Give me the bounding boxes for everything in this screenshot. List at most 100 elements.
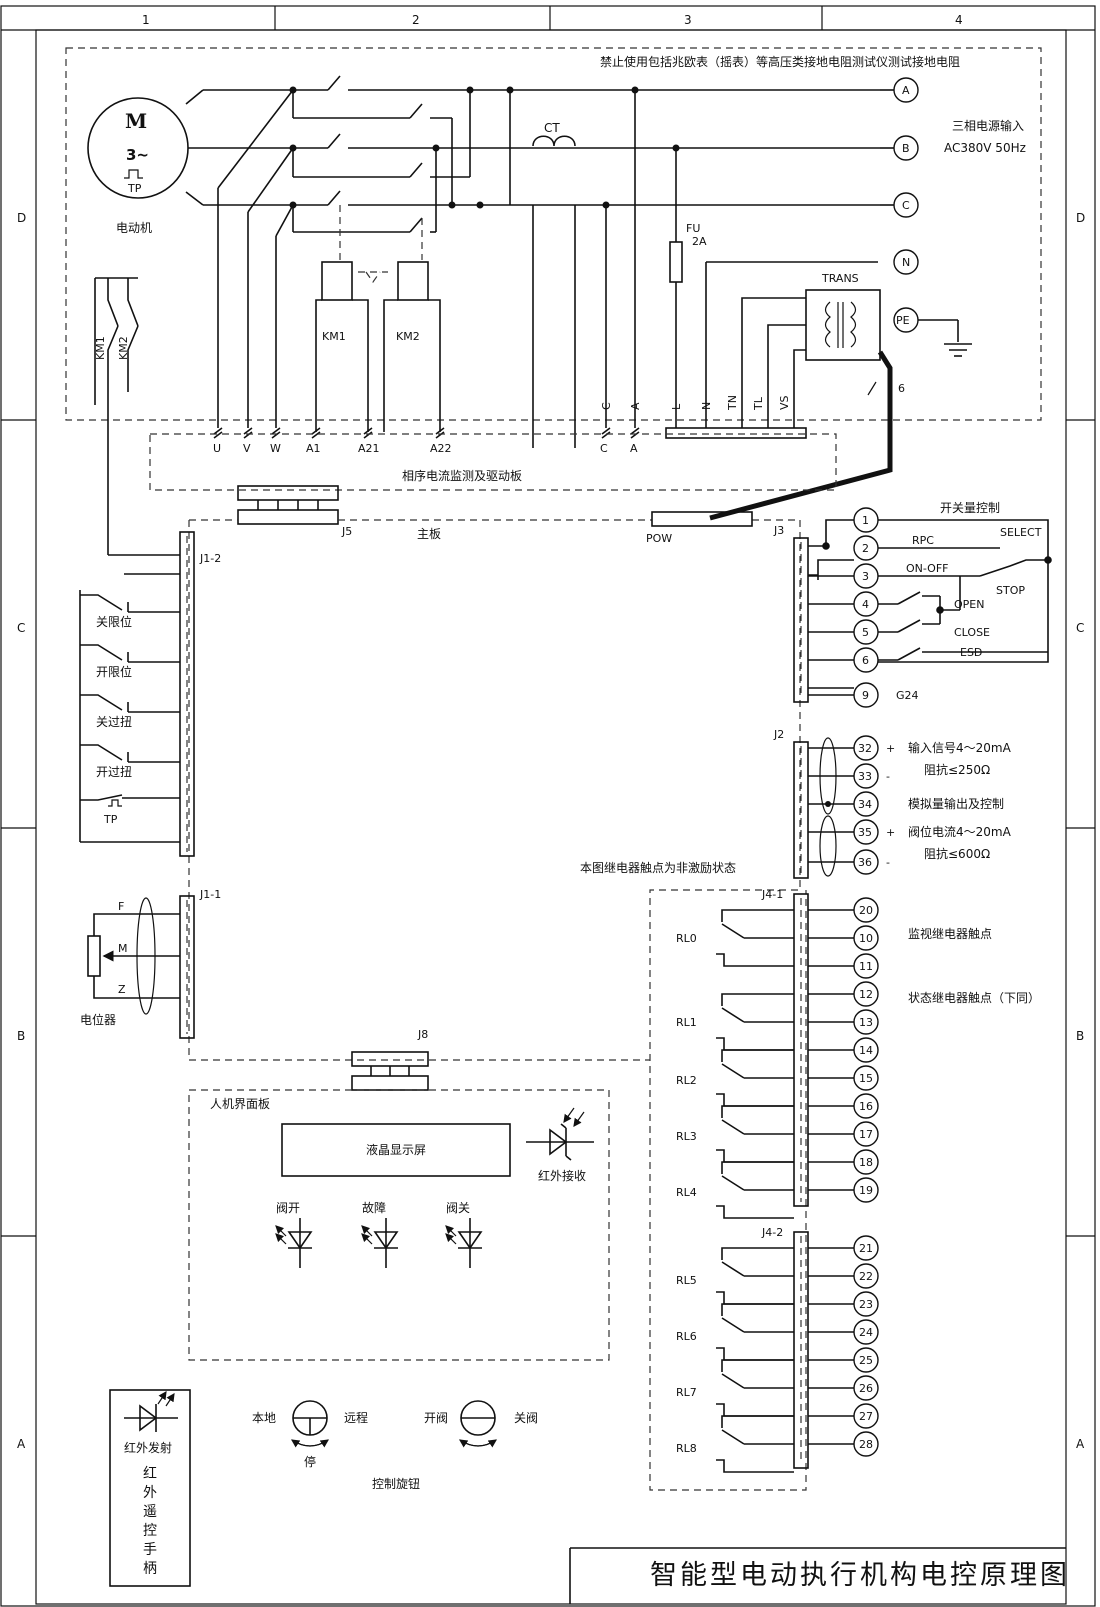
j2-label-32: 输入信号4～20mA bbox=[908, 740, 1012, 755]
main-board-label: 主板 bbox=[417, 527, 441, 541]
relay-rl7: RL7 bbox=[676, 1386, 697, 1399]
j3-terminal-4: 4 bbox=[862, 598, 869, 611]
j4-1-terminal-18: 18 bbox=[859, 1156, 873, 1169]
j3-label-3: ON-OFF bbox=[906, 562, 948, 575]
trans-terminal-vs: VS bbox=[778, 395, 791, 410]
j4-2-connector: J4-2 bbox=[761, 1226, 809, 1469]
row-label-c-left: C bbox=[17, 621, 25, 635]
relay-rl0: RL0 bbox=[676, 932, 697, 945]
terminal-a1: A1 bbox=[306, 442, 321, 455]
j3-label: J3 bbox=[773, 524, 784, 537]
j1-2-label: J1-2 bbox=[199, 552, 221, 565]
relay-rl1: RL1 bbox=[676, 1016, 697, 1029]
j3-label-4: OPEN bbox=[954, 598, 984, 611]
trans-terminal-n: N bbox=[700, 402, 713, 410]
terminal-a: A bbox=[630, 442, 638, 455]
j2-terminals: 32 + 输入信号4～20mA 33 - 阻抗≤250Ω 34 模拟量输出及控制… bbox=[808, 735, 1012, 877]
j2-terminal-34: 34 bbox=[858, 798, 872, 811]
j4-1-terminal-15: 15 bbox=[859, 1072, 873, 1085]
row-label-a-left: A bbox=[17, 1437, 26, 1451]
j3-label-2: RPC bbox=[912, 534, 934, 547]
j4-2-terminal-24: 24 bbox=[859, 1326, 873, 1339]
current-transformer: CT bbox=[532, 121, 576, 147]
led-valve-open-icon bbox=[275, 1218, 313, 1268]
j2-label-33: 阻抗≤250Ω bbox=[924, 762, 990, 777]
motor-symbol: M bbox=[125, 109, 147, 133]
j3-terminal-2: 2 bbox=[862, 542, 869, 555]
pot-label: 电位器 bbox=[80, 1012, 116, 1027]
switch-close-torque: 关过扭 bbox=[96, 715, 132, 729]
relay-contact-4 bbox=[716, 1161, 794, 1219]
pow-label: POW bbox=[646, 532, 672, 545]
title-block: 智能型电动执行机构电控原理图 bbox=[569, 1547, 1067, 1604]
switch-open-torque: 开过扭 bbox=[96, 765, 132, 779]
bus-junctions bbox=[289, 86, 680, 209]
limit-switches: 关限位 开限位 关过扭 开过扭 TP bbox=[79, 573, 180, 843]
knob-local-label: 本地 bbox=[252, 1411, 276, 1425]
fuse: FU 2A bbox=[669, 222, 707, 283]
j4-1-terminal-14: 14 bbox=[859, 1044, 873, 1057]
j5-label: J5 bbox=[341, 525, 352, 538]
j4-2-terminal-22: 22 bbox=[859, 1270, 873, 1283]
j3-terminal-1: 1 bbox=[862, 514, 869, 527]
local-remote-knob: 本地 远程 停 bbox=[252, 1400, 368, 1469]
relay-contact-6 bbox=[716, 1303, 794, 1361]
j8-connector: J8 bbox=[351, 1028, 429, 1091]
monitor-relay-label: 监视继电器触点 bbox=[908, 926, 992, 941]
terminal-v: V bbox=[243, 442, 251, 455]
trans-terminal-tn: TN bbox=[726, 395, 739, 411]
pot-z-label: Z bbox=[118, 983, 126, 996]
ir-emit-label: 红外发射 bbox=[124, 1440, 172, 1455]
relay-contact-0 bbox=[716, 909, 794, 967]
power-section-boundary bbox=[65, 47, 1042, 421]
j2-terminal-33: 33 bbox=[858, 770, 872, 783]
j4-2-label: J4-2 bbox=[761, 1226, 783, 1239]
relay-rl3: RL3 bbox=[676, 1130, 697, 1143]
j8-label: J8 bbox=[417, 1028, 428, 1041]
knob-close-label: 关阀 bbox=[514, 1411, 538, 1425]
j2-terminal-32: 32 bbox=[858, 742, 872, 755]
relay-contact-2 bbox=[716, 1049, 794, 1107]
relay-rl4: RL4 bbox=[676, 1186, 697, 1199]
control-knobs-label: 控制旋钮 bbox=[372, 1476, 420, 1491]
ir-receive-label: 红外接收 bbox=[538, 1168, 586, 1183]
transformer: TRANS 6 bbox=[709, 272, 905, 521]
relay-labels: RL0 RL1 RL2 RL3 RL4 RL5 RL6 RL7 RL8 bbox=[676, 932, 697, 1455]
j1-1-label: J1-1 bbox=[199, 888, 221, 901]
terminal-c: C bbox=[600, 442, 608, 455]
main-board-boundary bbox=[189, 519, 807, 1491]
ir-receiver: 红外接收 bbox=[526, 1107, 594, 1183]
phase-board-boundary bbox=[149, 433, 837, 491]
j4-1-terminal-19: 19 bbox=[859, 1184, 873, 1197]
led-fault-icon bbox=[361, 1218, 399, 1268]
relay-contact-3 bbox=[716, 1105, 794, 1163]
j2-connector: J2 bbox=[773, 728, 809, 879]
j4-1-terminal-11: 11 bbox=[859, 960, 873, 973]
km2-coil-label: KM2 bbox=[396, 330, 420, 343]
power-input-label: 三相电源输入 bbox=[952, 118, 1024, 133]
motor-label: 电动机 bbox=[116, 221, 152, 235]
phase-a-terminal: A bbox=[902, 84, 910, 97]
row-label-c-right: C bbox=[1076, 621, 1084, 635]
relay-contacts bbox=[716, 909, 794, 1473]
trans-terminal-l: L bbox=[670, 403, 683, 410]
j3-terminal-9: 9 bbox=[862, 689, 869, 702]
j3-label-9: G24 bbox=[896, 689, 919, 702]
trans-terminal-tl: TL bbox=[752, 396, 765, 411]
j2-terminal-35: 35 bbox=[858, 826, 872, 839]
lcd-label: 液晶显示屏 bbox=[366, 1142, 426, 1157]
hmi-board-boundary bbox=[188, 1089, 610, 1361]
fuse-rating: 2A bbox=[692, 235, 707, 248]
hmi-board-label: 人机界面板 bbox=[210, 1097, 270, 1111]
j4-1-connector: J4-1 bbox=[761, 888, 809, 1207]
motor: M 3~ TP 电动机 bbox=[87, 97, 189, 235]
relay-contact-8 bbox=[716, 1415, 794, 1473]
j2-sign-35: + bbox=[886, 826, 895, 839]
terminal-a21: A21 bbox=[358, 442, 380, 455]
j2-sign-32: + bbox=[886, 742, 895, 755]
j2-sign-33: - bbox=[886, 770, 890, 783]
j3-label-5: CLOSE bbox=[954, 626, 990, 639]
knob-remote-label: 远程 bbox=[344, 1410, 368, 1425]
